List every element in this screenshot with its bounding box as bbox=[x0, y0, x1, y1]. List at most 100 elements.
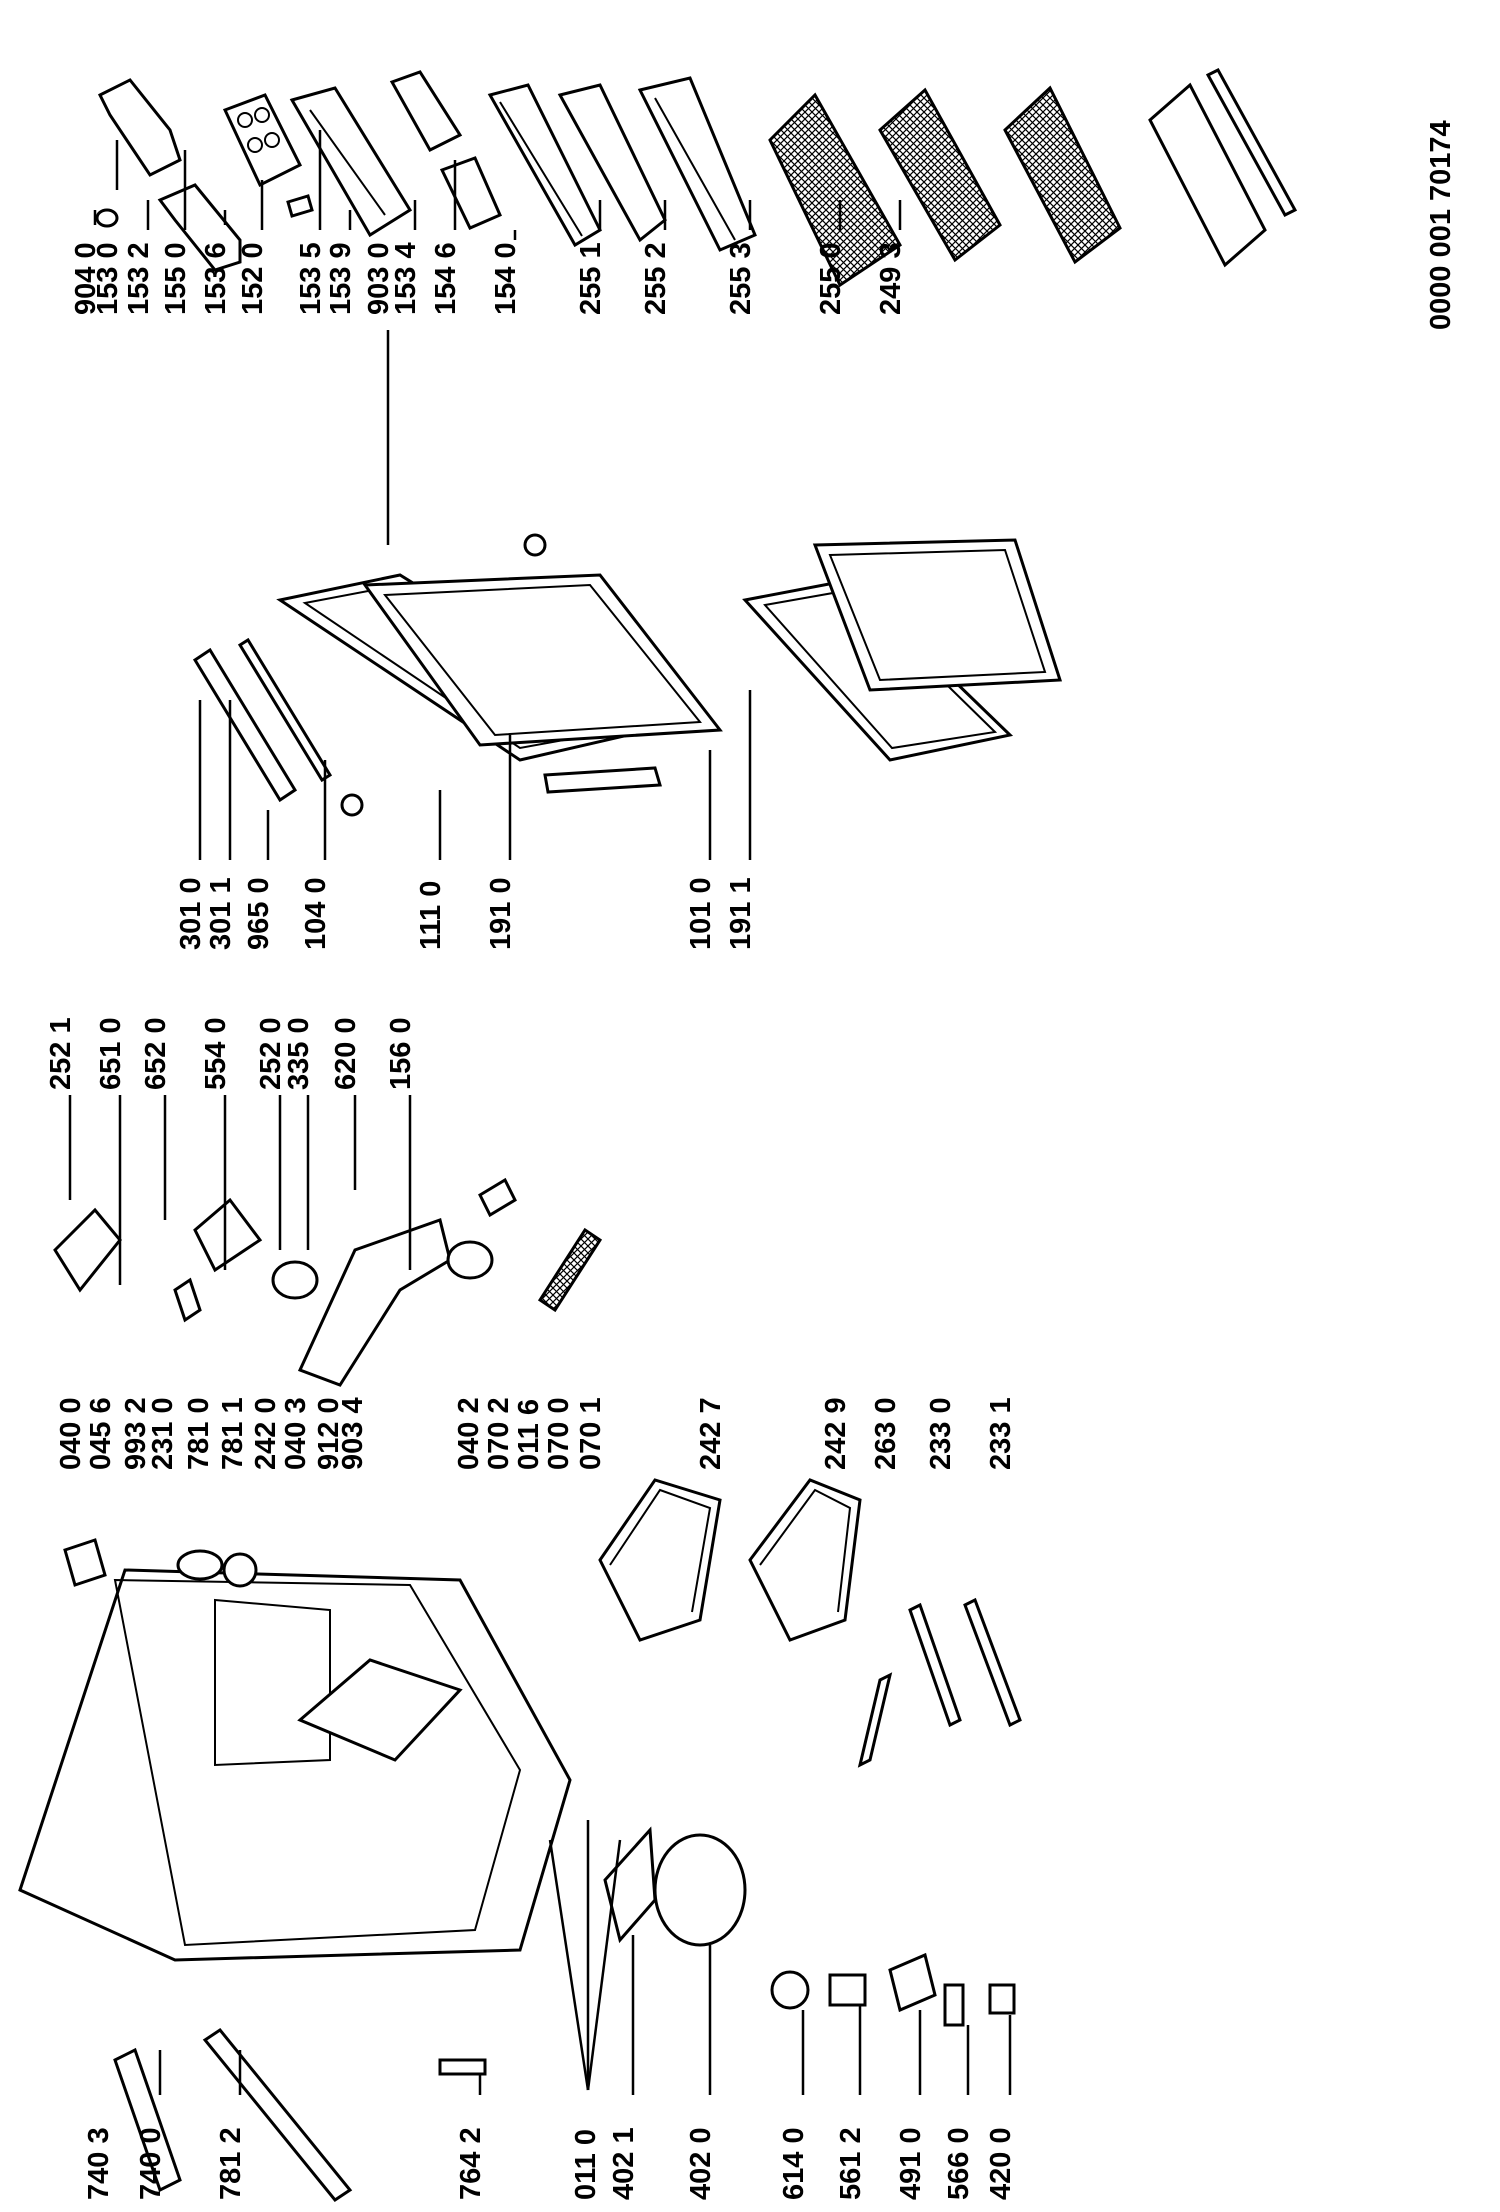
part-label-070-1: 070 1 bbox=[575, 1397, 607, 1470]
part-label-153-0: 153 0 bbox=[92, 242, 124, 315]
part-label-153-2: 153 2 bbox=[123, 242, 155, 315]
part-255-1-shape bbox=[768, 92, 902, 288]
part-233-0-shape bbox=[908, 1602, 962, 1728]
part-label-111-0: 111 0 bbox=[415, 881, 447, 950]
part-255-3-shape bbox=[1003, 85, 1122, 265]
part-label-156-0: 156 0 bbox=[385, 1017, 417, 1090]
part-label-561-2: 561 2 bbox=[835, 2127, 867, 2200]
part-label-040-0: 040 0 bbox=[55, 1397, 87, 1470]
part-label-152-0: 152 0 bbox=[237, 242, 269, 315]
part-label-252-0: 252 0 bbox=[255, 1017, 287, 1090]
part-154-0-shape bbox=[637, 76, 757, 252]
part-153-9-shape bbox=[439, 156, 502, 230]
part-label-301-1: 301 1 bbox=[205, 877, 237, 950]
document-number: 0000 001 70174 bbox=[1425, 120, 1457, 330]
part-242-7-shape bbox=[598, 1478, 722, 1642]
part-153-5-shape bbox=[389, 70, 463, 152]
part-label-764-2: 764 2 bbox=[455, 2127, 487, 2200]
part-label-651-0: 651 0 bbox=[95, 1017, 127, 1090]
part-153-0-shape bbox=[97, 78, 182, 177]
part-label-101-0: 101 0 bbox=[685, 877, 717, 950]
part-554-0-shape bbox=[271, 1260, 319, 1300]
part-155-0-shape bbox=[222, 93, 303, 188]
part-label-154-6: 154 6 bbox=[430, 242, 462, 315]
part-label-011-0: 011 0 bbox=[570, 2129, 602, 2200]
part-335-0-shape bbox=[446, 1240, 494, 1280]
part-301-1-shape bbox=[237, 637, 333, 783]
part-label-040-3: 040 3 bbox=[280, 1397, 312, 1470]
part-111-0-shape bbox=[543, 766, 662, 794]
part-566-0-shape bbox=[943, 1983, 965, 2027]
part-label-252-1: 252 1 bbox=[45, 1017, 77, 1090]
part-491-0-shape bbox=[888, 1952, 937, 2013]
part-label-965-0: 965 0 bbox=[243, 877, 275, 950]
part-904-0-shape bbox=[95, 208, 119, 228]
part-614-0-shape bbox=[770, 1970, 810, 2010]
part-label-263-0: 263 0 bbox=[870, 1397, 902, 1470]
part-label-993-2: 993 2 bbox=[120, 1397, 152, 1470]
part-249-3-shape bbox=[1205, 68, 1298, 217]
part-252-1-shape bbox=[53, 1207, 122, 1293]
part-651-0-shape bbox=[173, 1277, 202, 1323]
part-label-614-0: 614 0 bbox=[778, 2127, 810, 2200]
part-label-153-4: 153 4 bbox=[390, 242, 422, 315]
part-label-781-0: 781 0 bbox=[183, 1397, 215, 1470]
part-255-2-shape bbox=[878, 87, 1002, 263]
part-label-249-3: 249 3 bbox=[875, 242, 907, 315]
part-label-781-1: 781 1 bbox=[217, 1397, 249, 1470]
part-label-242-9: 242 9 bbox=[820, 1397, 852, 1470]
part-label-104-0: 104 0 bbox=[300, 877, 332, 950]
part-152-0-shape bbox=[289, 86, 413, 238]
part-label-740-0: 740 0 bbox=[135, 2127, 167, 2200]
part-252-0-shape bbox=[297, 1218, 452, 1387]
part-label-233-1: 233 1 bbox=[985, 1397, 1017, 1470]
part-label-652-0: 652 0 bbox=[140, 1017, 172, 1090]
part-652-0-shape bbox=[193, 1197, 263, 1273]
part-620-0-shape bbox=[478, 1177, 517, 1218]
part-191-1-shape bbox=[812, 538, 1063, 692]
part-label-242-7: 242 7 bbox=[695, 1397, 727, 1470]
part-740-0-shape bbox=[113, 2047, 182, 2193]
part-561-2-shape bbox=[828, 1973, 867, 2007]
part-label-420-0: 420 0 bbox=[985, 2127, 1017, 2200]
part-263-0-shape bbox=[857, 1672, 893, 1768]
part-label-233-0: 233 0 bbox=[925, 1397, 957, 1470]
part-191-0-shape bbox=[362, 573, 723, 747]
part-label-912-0: 912 0 bbox=[313, 1397, 345, 1470]
part-255-0-shape bbox=[1148, 82, 1267, 268]
part-label-904-0: 904 0 bbox=[70, 242, 102, 315]
part-965-0-shape bbox=[340, 793, 364, 817]
part-781-0-shape bbox=[222, 1552, 258, 1588]
leader-lines bbox=[68, 130, 1012, 2095]
part-label-903-0: 903 0 bbox=[363, 242, 395, 315]
part-153-6-shape bbox=[286, 194, 314, 218]
part-label-011-6: 011 6 bbox=[513, 1399, 545, 1470]
part-233-1-shape bbox=[963, 1597, 1022, 1728]
part-040-0-shape bbox=[63, 1538, 107, 1587]
part-label-231-0: 231 0 bbox=[147, 1397, 179, 1470]
part-156-0-shape bbox=[537, 1227, 603, 1313]
part-label-740-3: 740 3 bbox=[83, 2127, 115, 2200]
part-label-153-9: 153 9 bbox=[325, 242, 357, 315]
part-label-491-0: 491 0 bbox=[895, 2127, 927, 2200]
part-label-335-0: 335 0 bbox=[283, 1017, 315, 1090]
part-231-0-shape bbox=[176, 1549, 224, 1581]
cabinet-shape bbox=[18, 1568, 572, 1962]
part-242-9-shape bbox=[748, 1478, 862, 1642]
part-402-0-shape bbox=[653, 1833, 747, 1947]
part-903-0-shape bbox=[523, 533, 547, 557]
part-label-781-2: 781 2 bbox=[215, 2127, 247, 2200]
part-label-402-1: 402 1 bbox=[608, 2127, 640, 2200]
part-label-255-1: 255 1 bbox=[575, 242, 607, 315]
part-label-255-3: 255 3 bbox=[725, 242, 757, 315]
part-label-040-2: 040 2 bbox=[453, 1397, 485, 1470]
part-label-301-0: 301 0 bbox=[175, 877, 207, 950]
part-label-153-6: 153 6 bbox=[200, 242, 232, 315]
part-labels: 904 0 153 0 153 2 155 0 153 6 152 0 153 … bbox=[45, 120, 1457, 2200]
part-label-554-0: 554 0 bbox=[200, 1017, 232, 1090]
part-label-903-4: 903 4 bbox=[337, 1397, 369, 1470]
part-420-0-shape bbox=[988, 1983, 1016, 2015]
part-label-566-0: 566 0 bbox=[943, 2127, 975, 2200]
part-label-191-1: 191 1 bbox=[725, 877, 757, 950]
